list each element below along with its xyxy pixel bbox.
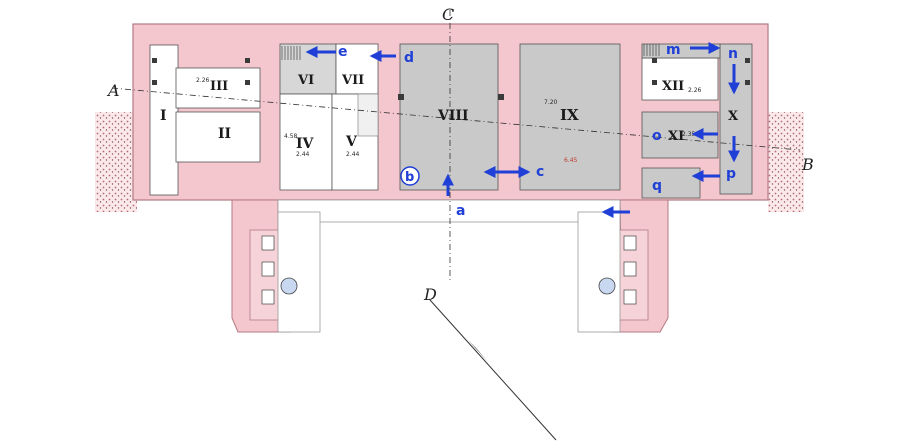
wall-details: [152, 58, 750, 100]
section-letter-A: A: [106, 81, 120, 100]
dimension-label: 2.44: [346, 151, 360, 158]
dimension-label: 2.26: [196, 77, 210, 84]
section-letter-B: B: [801, 155, 814, 174]
wing-fixtures: [261, 235, 637, 305]
earth-right: [768, 112, 804, 212]
right-passage: [577, 211, 621, 333]
dimension-label: 2.35: [682, 131, 696, 138]
room-label-VIII: VIII: [437, 108, 469, 124]
section-letter-D: D: [423, 285, 437, 304]
blue-arrows: [305, 42, 740, 218]
courtyard: [277, 199, 621, 223]
stair-right: [643, 44, 660, 56]
dimension-label: 7.20: [544, 99, 558, 106]
room-label-XI: XI: [668, 129, 684, 144]
room-label-X: X: [728, 109, 739, 124]
room-VIII: [399, 43, 499, 191]
dimension-label: 2.26: [688, 87, 702, 94]
room-II: [175, 111, 261, 163]
room-IV: [279, 93, 333, 191]
section-line-D-arrow: [429, 299, 557, 441]
room-label-V: V: [345, 134, 358, 150]
marker-c: c: [536, 164, 544, 180]
room-III: [175, 67, 261, 109]
marker-o: o: [652, 128, 662, 144]
marker-n: n: [728, 46, 738, 62]
marker-a: a: [456, 203, 465, 219]
room-label-I: I: [160, 108, 167, 124]
room-V-fixtures: [357, 93, 379, 137]
section-line-A-B: [111, 87, 801, 151]
room-X: [719, 43, 753, 195]
marker-p: p: [726, 166, 736, 182]
dimension-label: 4.58: [284, 133, 298, 140]
marker-d: d: [404, 50, 414, 66]
marker-e: e: [338, 44, 348, 60]
north-needle: [468, 340, 488, 362]
room-label-VII: VII: [341, 73, 364, 88]
earth-left: [95, 112, 137, 212]
room-label-IX: IX: [560, 106, 579, 124]
room-label-VI: VI: [297, 73, 314, 88]
section-letter-C: C: [442, 5, 454, 24]
marker-b-circle: [400, 166, 420, 186]
left-passage: [277, 211, 321, 333]
room-XII: [641, 57, 719, 101]
dimension-label: 2.44: [296, 151, 310, 158]
room-label-III: III: [210, 79, 228, 94]
right-well: [598, 277, 616, 295]
marker-q: q: [652, 178, 662, 194]
room-top-right-stair: [641, 43, 721, 59]
stair-left: [281, 46, 301, 60]
left-well: [280, 277, 298, 295]
room-label-II: II: [218, 126, 231, 142]
room-q: [641, 167, 701, 199]
marker-m: m: [666, 42, 681, 58]
marker-b: b: [405, 170, 414, 185]
dimension-label: 6.45: [564, 157, 578, 164]
room-label-XII: XII: [662, 79, 684, 94]
room-label-IV: IV: [296, 136, 315, 152]
room-IX: [519, 43, 621, 191]
